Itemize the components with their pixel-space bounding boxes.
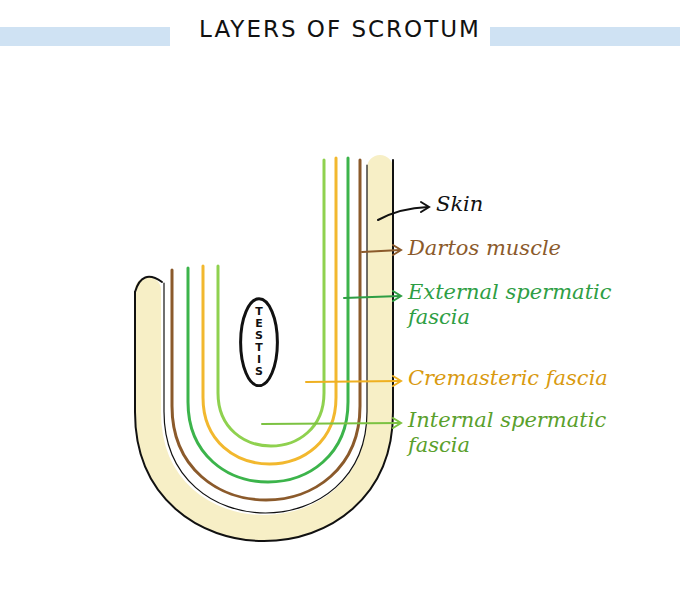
arrow-head xyxy=(421,202,429,212)
external-spermatic-layer xyxy=(188,158,348,482)
arrow-head xyxy=(393,291,401,301)
title-bar xyxy=(490,27,680,46)
skin-outline xyxy=(135,277,162,292)
layer-label: Cremasteric fascia xyxy=(408,366,670,391)
title-bar xyxy=(0,27,170,46)
skin-outline xyxy=(135,160,393,541)
cremasteric-layer xyxy=(203,158,336,464)
title-wrap: LAYERS OF SCROTUM xyxy=(0,16,680,42)
arrow-head xyxy=(393,418,401,428)
leader-arrow xyxy=(262,423,400,424)
layer-label: External spermatic fascia xyxy=(408,280,670,330)
leader-arrow xyxy=(344,296,400,298)
testis-oval: TESTIS xyxy=(239,297,279,388)
arrow-head xyxy=(393,245,401,255)
title: LAYERS OF SCROTUM xyxy=(191,16,489,42)
layer-label: Internal spermatic fascia xyxy=(408,408,670,458)
leader-arrow xyxy=(306,381,400,382)
leader-arrow xyxy=(378,207,428,220)
internal-spermatic-layer xyxy=(218,160,324,446)
organ-label: TESTIS xyxy=(254,306,265,379)
layer-label: Dartos muscle xyxy=(408,236,668,261)
arrow-head xyxy=(393,376,401,386)
leader-arrow xyxy=(362,250,400,252)
layer-label: Skin xyxy=(436,192,636,217)
